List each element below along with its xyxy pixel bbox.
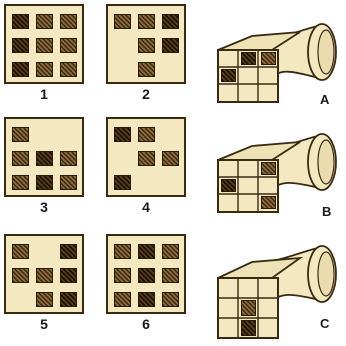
tube-hatched-cell	[261, 52, 276, 65]
tube-hatched-cell	[241, 320, 256, 336]
tube-hatched-cell	[221, 179, 236, 192]
tube-hatched-cell	[221, 69, 236, 82]
tube-hatched-cell	[261, 196, 276, 209]
tube-b	[218, 134, 336, 212]
tube-hatched-cell	[241, 52, 256, 65]
tube-hatched-cell	[261, 162, 276, 175]
tube-b-label: B	[322, 204, 331, 219]
tube-c	[218, 246, 336, 338]
tube-a	[218, 24, 336, 102]
tube-hatched-cell	[241, 300, 256, 316]
tube-c-label: C	[320, 316, 329, 331]
tube-a-label: A	[320, 92, 329, 107]
